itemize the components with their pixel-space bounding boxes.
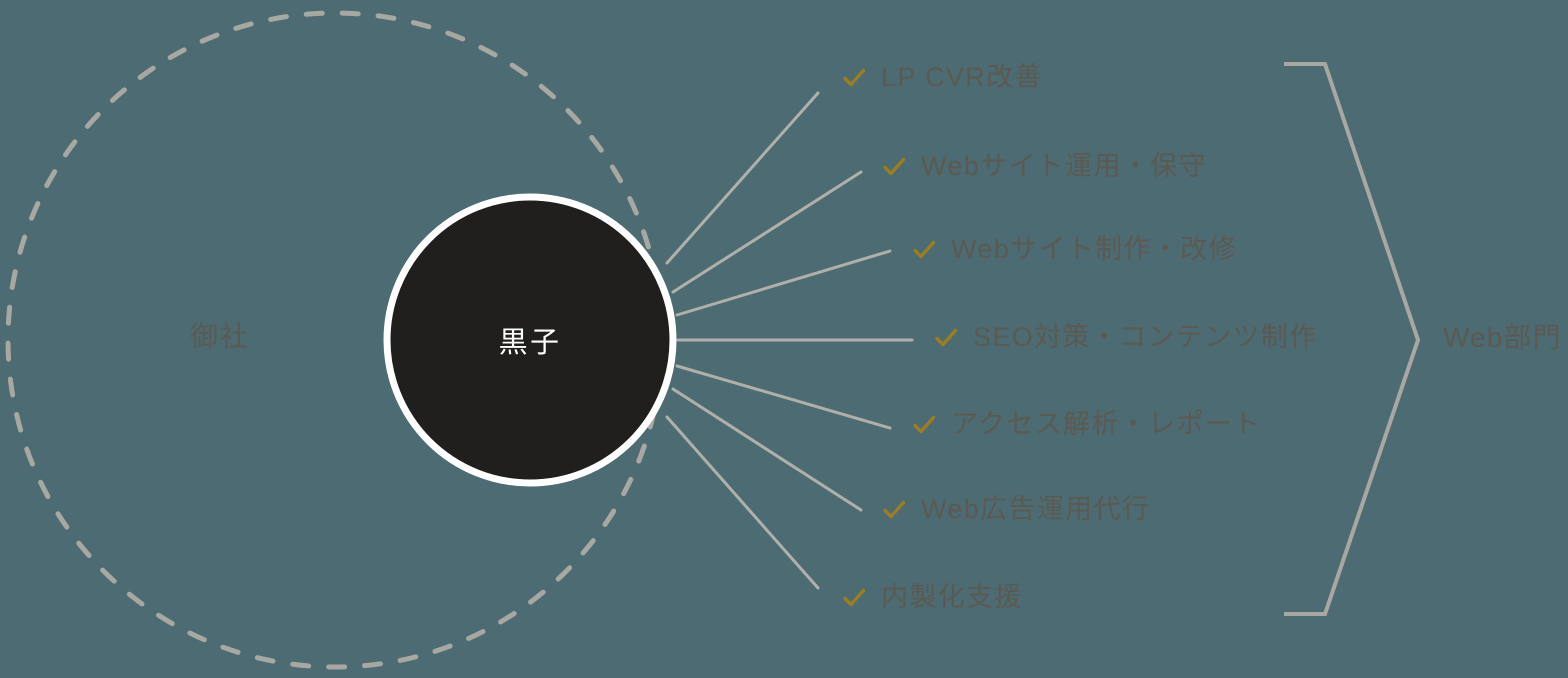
check-icon [881, 497, 907, 523]
department-bracket [1284, 62, 1421, 616]
connector-lines [665, 91, 914, 590]
check-icon [911, 412, 937, 438]
connector-line-3 [675, 249, 892, 317]
core-circle [383, 193, 677, 487]
connector-line-5 [675, 364, 892, 430]
check-icon [841, 65, 867, 91]
service-item: Webサイト制作・改修 [911, 236, 1237, 263]
service-label: Webサイト運用・保守 [921, 151, 1207, 181]
service-label: 内製化支援 [881, 582, 1023, 612]
check-icon [841, 585, 867, 611]
service-item: Web広告運用代行 [881, 496, 1150, 523]
service-label: Web広告運用代行 [921, 494, 1151, 524]
service-label: LP CVR改善 [881, 62, 1043, 92]
client-label: 御社 [190, 321, 250, 352]
check-icon [911, 237, 937, 263]
check-icon [881, 154, 907, 180]
service-item: LP CVR改善 [841, 64, 1043, 91]
service-item: Webサイト運用・保守 [881, 153, 1207, 180]
service-label: SEO対策・コンテンツ制作 [973, 322, 1318, 352]
service-label: Webサイト制作・改修 [951, 234, 1237, 264]
connector-line-7 [665, 415, 820, 590]
connector-line-6 [671, 387, 863, 512]
service-item: SEO対策・コンテンツ制作 [933, 324, 1318, 351]
service-item: アクセス解析・レポート [911, 411, 1262, 438]
core-circle-label: 黒子 [498, 327, 562, 359]
department-label: Web部門 [1443, 322, 1562, 353]
check-icon [933, 325, 959, 351]
service-item: 内製化支援 [841, 584, 1023, 611]
connector-line-2 [671, 170, 863, 294]
service-label: アクセス解析・レポート [951, 409, 1262, 439]
connector-line-1 [665, 91, 820, 265]
